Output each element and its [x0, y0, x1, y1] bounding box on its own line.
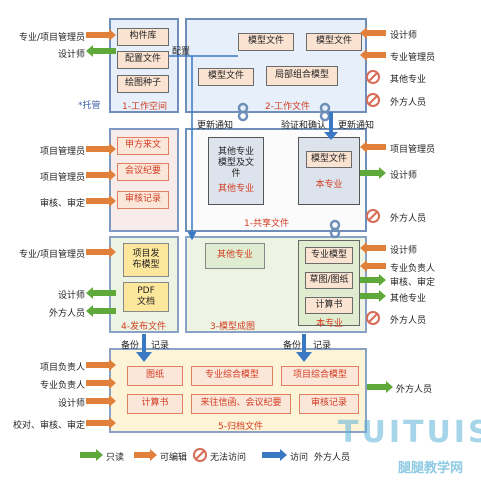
- legend-visit-icon: [262, 449, 287, 461]
- right-label-2: 专业管理员: [390, 53, 436, 63]
- drawing-seed-box: 绘图种子: [117, 75, 169, 93]
- config-annotation: 配置: [172, 47, 191, 57]
- right-label-5: 项目管理员: [390, 145, 436, 155]
- calculation-box: 计算书: [305, 297, 353, 314]
- left-label-10: 专业负责人: [39, 381, 85, 391]
- own-discipline-box: 模型文件 本专业: [298, 137, 360, 205]
- record-2: 记录: [313, 341, 332, 351]
- left-label-9: 项目负责人: [39, 363, 85, 373]
- right-label-11: 其他专业: [390, 294, 427, 304]
- archive-calculation-box: 计算书: [127, 394, 183, 414]
- client-docs-box: 甲方来文: [117, 137, 169, 155]
- legend-ext-label: 外方人员: [314, 453, 351, 463]
- update-notice-2: 更新通知: [338, 121, 375, 131]
- down-arrow-shared: [324, 112, 338, 140]
- zone-label-shared: 1-共享文件: [244, 219, 289, 229]
- legend-edit-label: 可编辑: [160, 453, 188, 463]
- left-label-4: 项目管理员: [39, 173, 85, 183]
- left-label-5: 审核、审定: [39, 199, 85, 209]
- backup-1: 备份: [121, 341, 140, 351]
- own-discipline-model-label: 本专业: [316, 319, 344, 329]
- left-label-1: 专业/项目管理员: [18, 33, 85, 43]
- pdf-document-box: PDF 文档: [123, 282, 169, 312]
- archive-review-box: 审核记录: [299, 394, 359, 414]
- zone-label-model: 3-模型成图: [210, 322, 255, 332]
- archive-discipline-model-box: 专业综合模型: [191, 366, 273, 386]
- right-label-8: 设计师: [390, 246, 418, 256]
- left-label-11: 设计师: [57, 399, 85, 409]
- record-1: 记录: [151, 341, 170, 351]
- professional-model-box: 专业模型: [305, 247, 353, 264]
- watermark-site: 腿腿教学网: [398, 461, 464, 476]
- review-records-box: 审核记录: [117, 191, 169, 209]
- model-file-box-1: 模型文件: [238, 33, 294, 51]
- verify-confirm: 验证和确认: [281, 121, 327, 131]
- left-label-6: 专业/项目管理员: [18, 250, 85, 260]
- right-arrows: [360, 27, 393, 393]
- zone-archive: [109, 348, 367, 433]
- down-arrow-archive-left: [136, 334, 152, 362]
- left-arrows: [86, 29, 116, 429]
- left-label-7: 设计师: [57, 291, 85, 301]
- archive-drawings-box: 图纸: [127, 366, 183, 386]
- right-label-1: 设计师: [390, 31, 418, 41]
- trust-note: *托管: [78, 101, 101, 111]
- legend-read-label: 只读: [106, 453, 125, 463]
- right-label-12: 外方人员: [390, 316, 427, 326]
- legend-noaccess-icon: [193, 448, 207, 462]
- chain-link-icon: [237, 102, 341, 239]
- left-label-3: 项目管理员: [39, 147, 85, 157]
- right-label-10: 审核、审定: [390, 278, 436, 288]
- archive-correspondence-box: 来往信函、会议纪要: [191, 394, 291, 414]
- left-label-12: 校对、审核、审定: [12, 421, 85, 431]
- no-access-icon: [366, 70, 380, 325]
- right-label-4: 外方人员: [390, 98, 427, 108]
- other-discipline-label: 其他专业: [217, 184, 254, 195]
- right-label-7: 外方人员: [390, 214, 427, 224]
- zone-label-work: 2-工作文件: [265, 102, 310, 112]
- component-library-box: 构件库: [117, 28, 169, 46]
- right-label-9: 专业负责人: [390, 264, 436, 274]
- other-discipline-models-box: 其他专业 模型及文 件 其他专业: [208, 137, 264, 205]
- config-file-box: 配置文件: [117, 51, 169, 69]
- other-discipline-models-text: 其他专业 模型及文 件: [217, 146, 254, 180]
- zone-label-publish: 4-发布文件: [121, 322, 166, 332]
- right-label-13: 外方人员: [396, 385, 433, 395]
- legend-noaccess-label: 无法访问: [210, 453, 247, 463]
- update-notice-1: 更新通知: [197, 121, 234, 131]
- model-file-box-2: 模型文件: [306, 33, 362, 51]
- meeting-minutes-box: 会议纪要: [117, 163, 169, 181]
- right-label-3: 其他专业: [390, 75, 427, 85]
- archive-project-model-box: 项目综合模型: [281, 366, 359, 386]
- right-label-6: 设计师: [390, 171, 418, 181]
- legend-edit-icon: [134, 449, 157, 461]
- down-arrow-archive-right: [296, 334, 312, 362]
- local-combined-model-box: 局部组合模型: [266, 66, 338, 86]
- legend-visit-label: 访问: [290, 453, 309, 463]
- legend-read-icon: [80, 449, 103, 461]
- zone-label-wip: 1-工作空间: [122, 102, 167, 112]
- backup-2: 备份: [283, 341, 302, 351]
- own-model-file-label: 模型文件: [305, 150, 352, 168]
- own-discipline-label: 本专业: [315, 180, 343, 190]
- sketch-drawing-box: 草图/图纸: [305, 272, 353, 289]
- model-file-box-3: 模型文件: [198, 68, 254, 86]
- project-publish-model-box: 项目发 布模型: [123, 243, 169, 277]
- left-label-2: 设计师: [57, 50, 85, 60]
- other-discipline-model-box: 其他专业: [205, 243, 265, 269]
- watermark-brand: TUITUIS: [338, 415, 481, 450]
- left-label-8: 外方人员: [48, 309, 85, 319]
- zone-label-archive: 5-归档文件: [218, 422, 263, 432]
